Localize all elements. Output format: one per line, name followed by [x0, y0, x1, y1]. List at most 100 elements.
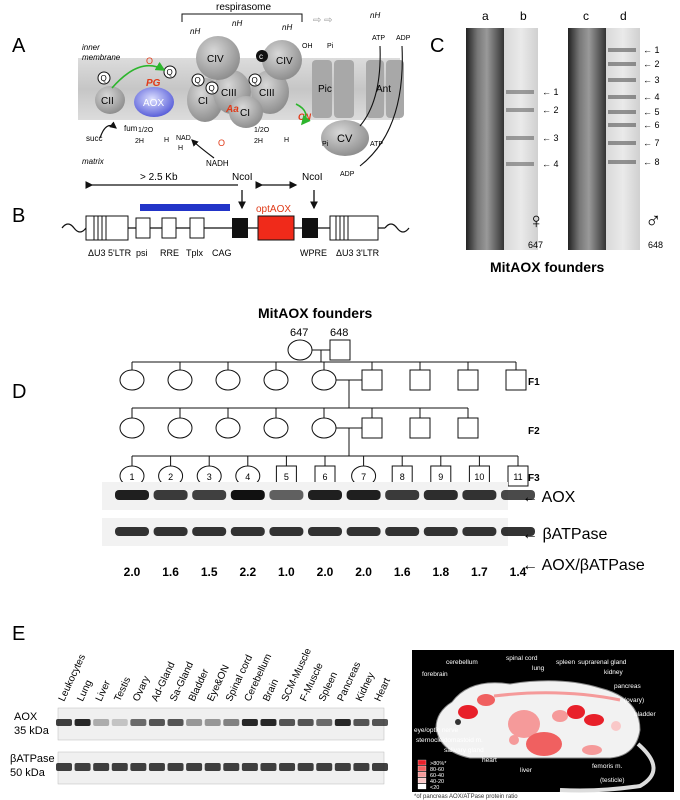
gel-band-male [608, 141, 636, 145]
gel-band-male [608, 110, 636, 114]
gel-band-label-male: ← 2 [643, 59, 660, 69]
atp-label-1: ATP [372, 35, 385, 42]
f3-id: 8 [400, 472, 405, 482]
complex-v [321, 120, 369, 156]
complex-i-right [229, 96, 263, 128]
legend-swatch [417, 777, 427, 784]
gen-label-f1: F1 [528, 377, 540, 388]
cv-label: CV [337, 133, 353, 145]
lane-label-c: c [583, 9, 589, 23]
panel-c-caption: MitAOX founders [490, 259, 605, 275]
adp-flow-line [359, 45, 403, 167]
fum-label: fum [124, 124, 138, 133]
legend-swatch [417, 759, 427, 766]
mouse-eye [455, 719, 461, 725]
mouse-organ-label: (ovary) [624, 697, 644, 704]
e-atp-band [223, 763, 240, 771]
atp-band [192, 527, 227, 536]
atp-band [269, 527, 304, 536]
f3-individual [507, 465, 529, 487]
ratio-label: ← AOX/βATPase [522, 557, 645, 574]
ant-right [386, 60, 404, 118]
nh-label-4: nH [370, 11, 380, 20]
q-label-5: Q [252, 76, 258, 85]
gel-band-label-male: ← 1 [643, 45, 660, 55]
adp-label-2: ADP [340, 171, 355, 178]
e-aox-band [186, 719, 203, 726]
wpre-label: WPRE [300, 248, 327, 258]
f1-individual [361, 369, 383, 391]
legend-label: 80-60 [430, 767, 444, 773]
e-atp-label: βATPase [10, 753, 55, 765]
e-aox-band [56, 719, 72, 726]
cag-label: CAG [212, 248, 232, 258]
e-aox-label: AOX [14, 711, 38, 723]
aox-band [308, 490, 342, 500]
aox-band [462, 490, 497, 500]
e-atp-band [241, 763, 258, 771]
gel-band-label-male: ← 6 [643, 120, 660, 130]
e-atp-band [353, 763, 370, 771]
q-label-1: Q [101, 74, 107, 83]
panel-b: B > 2.5 Kb NcoI NcoI optAOX ΔU3 5'LTR ps… [12, 172, 410, 258]
gel-band-female [506, 136, 534, 140]
legend-swatch [417, 783, 427, 790]
gel-lane-d [606, 28, 640, 250]
mouse-footnote: *of pancreas AOX/ATPase protein ratio [414, 794, 518, 800]
aox-band [192, 490, 227, 500]
e-aox-band [93, 719, 110, 726]
e-atp-kda: 50 kDa [10, 767, 46, 779]
nh-label-3: nH [282, 23, 292, 32]
gel-band-female [506, 108, 534, 112]
mouse-organ-label: cerebellum [446, 659, 478, 666]
blot-aox-bands [115, 490, 535, 500]
atp-band [153, 527, 188, 536]
atp-band [115, 527, 149, 536]
mouse-organ-label: liver [520, 767, 533, 774]
mouse-organ-label: kidney [604, 669, 624, 676]
mouse-organ-label: (testicle) [600, 777, 625, 784]
gel-band-male [608, 78, 636, 82]
organ-kidney [567, 705, 585, 719]
mouse-organ-label: sternocleidomastoid m. [416, 737, 483, 744]
ltr3-label: ΔU3 3'LTR [336, 248, 380, 258]
e-atp-band [111, 763, 128, 771]
lane-label-d: d [620, 9, 627, 23]
blot-atp-bands [115, 527, 535, 536]
f3-id: 2 [168, 472, 173, 482]
f2-individual [167, 417, 193, 439]
q-circle-2 [163, 65, 177, 79]
e-aox-band [130, 719, 147, 726]
male-symbol: ♂ [645, 208, 662, 233]
organ-liver [526, 732, 562, 756]
wpre-box [302, 218, 318, 238]
adp-label-1: ADP [396, 35, 411, 42]
ratio-value: 2.2 [239, 565, 256, 579]
half-o2-label: 1/2O [138, 127, 154, 134]
gel-lane-c [568, 28, 606, 250]
e-aox-band [316, 719, 333, 726]
ciii-label-2: CIII [259, 88, 275, 99]
cn-green-arrow [295, 103, 311, 126]
tissue-label: Brain [261, 677, 281, 703]
inner-membrane-label-1: inner [82, 43, 100, 52]
mouse-organ-label: suprarenal gland [578, 659, 627, 666]
ratio-value: 1.8 [432, 565, 449, 579]
gel-band-male [608, 62, 636, 66]
legend-label: 60-40 [430, 773, 444, 779]
f2-individual [119, 417, 145, 439]
e-atp-band [93, 763, 110, 771]
legend-label: <20 [430, 785, 439, 791]
organ-bladder [611, 721, 621, 731]
gel-band-label-male: ← 3 [643, 75, 660, 85]
mouse-organ-label: lung [532, 665, 545, 672]
e-aox-band [334, 719, 351, 726]
o2-radical-label-2: O [218, 138, 225, 148]
ratio-value: 1.0 [278, 565, 295, 579]
mouse-organ-label: spleen [556, 659, 576, 666]
aox-label: AOX [143, 98, 164, 109]
e-atp-band [260, 763, 277, 771]
